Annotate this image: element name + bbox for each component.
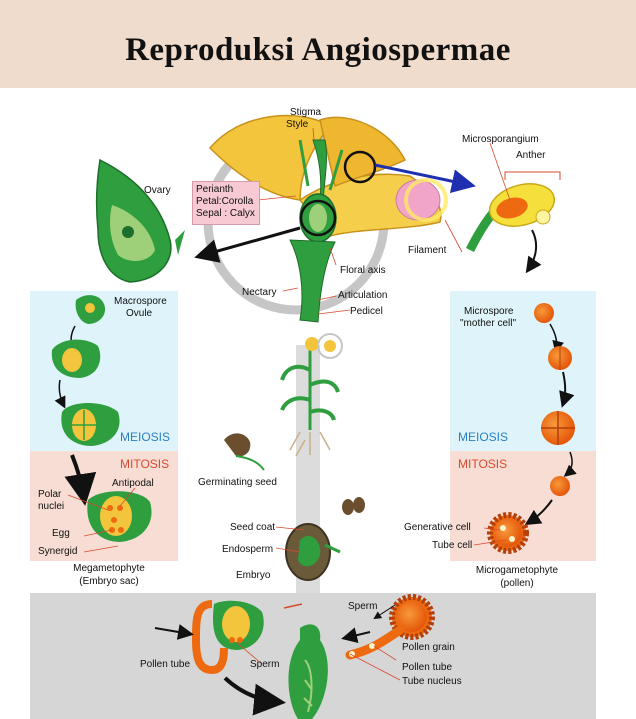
ovule-sequence <box>51 295 152 542</box>
ovary <box>95 158 185 283</box>
label-filament: Filament <box>408 245 447 256</box>
label-pollen-grain: Pollen grain <box>402 642 455 653</box>
label-nectary: Nectary <box>242 287 277 298</box>
label-mitosis-left: MITOSIS <box>120 457 170 471</box>
title-band <box>0 0 636 88</box>
label-embryo: Embryo <box>236 570 271 581</box>
anther <box>465 171 561 253</box>
label-pedicel: Pedicel <box>350 306 383 317</box>
label-pollen-tube-left: Pollen tube <box>140 659 191 670</box>
label-style: Style <box>286 119 309 130</box>
microspore-sequence <box>487 303 577 554</box>
label-megagametophyte: Megametophyte <box>73 563 145 574</box>
label-germinating-seed: Germinating seed <box>198 477 277 488</box>
label-pollen: (pollen) <box>500 578 534 589</box>
label-articulation: Articulation <box>338 290 388 301</box>
label-meiosis-right: MEIOSIS <box>458 430 509 444</box>
label-anther: Anther <box>516 150 546 161</box>
label-meiosis-left: MEIOSIS <box>120 430 171 444</box>
label-macrospore: Macrospore <box>114 296 167 307</box>
label-egg: Egg <box>52 528 70 539</box>
label-pollen-tube-right: Pollen tube <box>402 662 453 673</box>
label-endosperm: Endosperm <box>222 544 274 555</box>
label-synergid: Synergid <box>38 546 78 557</box>
label-tube-nucleus: Tube nucleus <box>402 676 462 687</box>
fertilization <box>154 594 435 719</box>
label-generative-cell: Generative cell <box>404 522 471 533</box>
label-embryo-sac: (Embryo sac) <box>79 576 139 587</box>
page-title: Reproduksi Angiospermae <box>125 32 511 68</box>
label-petal: Petal:Corolla <box>196 196 254 207</box>
label-ovary: Ovary <box>144 185 171 196</box>
label-mother-cell: "mother cell" <box>460 318 517 329</box>
label-antipodal: Antipodal <box>112 478 154 489</box>
leader-lines <box>67 127 511 681</box>
young-plant <box>280 333 343 457</box>
label-microgametophyte: Microgametophyte <box>475 565 559 576</box>
label-ovule: Ovule <box>126 308 153 319</box>
label-microsporangium: Microsporangium <box>462 134 539 145</box>
label-seed-coat: Seed coat <box>230 522 276 533</box>
label-polar: Polar <box>38 489 62 500</box>
label-nuclei: nuclei <box>38 501 65 512</box>
label-mitosis-right: MITOSIS <box>458 457 508 471</box>
label-stigma: Stigma <box>290 107 322 118</box>
label-floral-axis: Floral axis <box>340 265 386 276</box>
perianth-box <box>192 181 260 225</box>
pistil <box>289 139 377 323</box>
label-sepal: Sepal : Calyx <box>196 208 255 219</box>
label-sperm-left: Sperm <box>250 659 280 670</box>
label-microspore: Microspore <box>464 306 514 317</box>
seed <box>285 523 341 581</box>
label-perianth: Perianth <box>196 184 234 195</box>
label-sperm-top: Sperm <box>348 601 378 612</box>
germinating-seed <box>224 433 365 515</box>
label-tube-cell: Tube cell <box>432 540 473 551</box>
